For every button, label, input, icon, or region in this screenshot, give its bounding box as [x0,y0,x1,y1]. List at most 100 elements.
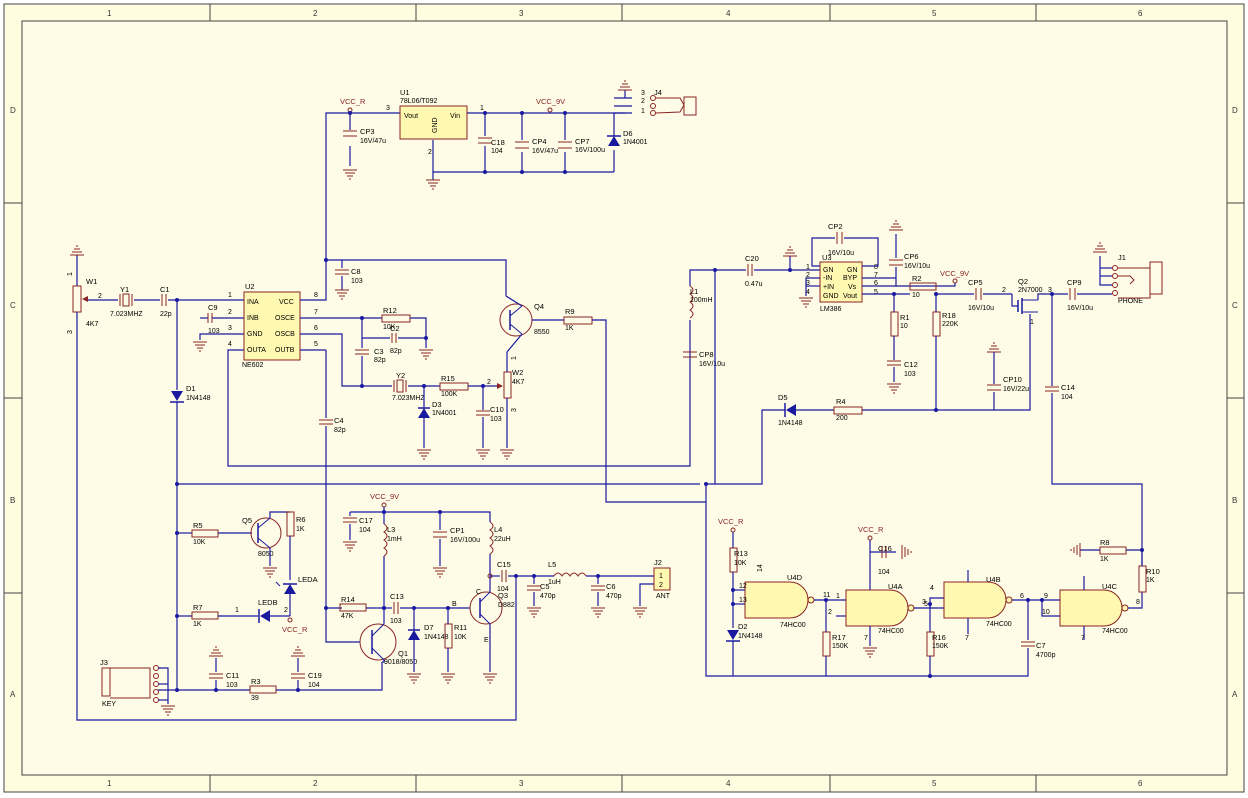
c16-capacitor: C16 104 [878,544,892,576]
border-column-labels: 1 2 3 4 5 6 1 2 3 4 5 6 D C B A D C B A [10,9,1238,788]
j2-ref: J2 [654,558,662,567]
u2-ne602-body [243,291,301,361]
r9-value: 1K [565,325,574,332]
r12-value: 10K [383,324,396,331]
u3-value: LM386 [820,306,842,313]
c12-capacitor: C12 103 [887,360,918,378]
ledb-pin1: 1 [235,607,239,614]
u1-pin2: 2 [428,149,432,156]
l3-ref: L3 [387,525,395,534]
c11-ref: C11 [226,671,239,680]
u4d-pin13: 13 [739,597,747,604]
c12-value: 103 [904,371,916,378]
w1-pin1: 1 [67,272,74,276]
u2-pin5: 5 [314,341,318,348]
w2-pin2: 2 [487,379,491,386]
cp4-capacitor: CP4 16V/47u [515,137,558,155]
d1-value: 1N4148 [186,395,211,402]
c18-value: 104 [491,148,503,155]
l3-inductor: L3 1mH [383,523,402,557]
c15-ref: C15 [497,560,511,569]
row-label-right-d: D [1232,106,1238,115]
r11-value: 10K [454,634,467,641]
q2-ref: Q2 [1018,277,1028,286]
r2-resistor: R2 10 [909,274,937,299]
cp2-ref: CP2 [828,222,843,231]
cp9-capacitor: CP9 16V/10u [1067,278,1093,312]
u3-pin: +IN [823,284,834,291]
j4-power-jack[interactable]: J4 3 2 1 [641,88,697,116]
j4-pin3: 3 [641,90,645,97]
u2-vcc: VCC [279,299,294,306]
c2-capacitor: C2 82p [390,324,402,355]
u4a-pin3: 3 [922,599,926,606]
cp2-value: 16V/10u [828,250,854,257]
c9-ref: C9 [208,303,218,312]
u2-pin2: 2 [228,309,232,316]
u3-ref: U3 [822,253,832,262]
u4d-pin11: 11 [823,592,830,599]
u3-pin1: 1 [806,264,810,271]
vcc-9v-label-u1: VCC_9V [536,97,565,106]
mixer-section: W1 4K7 1 2 3 Y1 7.023MHZ C1 22p D1 1N414… [67,245,706,721]
j1-phone-jack[interactable]: J1 PHONE [1112,253,1163,305]
col-label-bottom-4: 4 [726,779,731,788]
r17-value: 150K [832,643,849,650]
q3-pin-c: C [476,589,481,596]
q5-value: 8050 [258,551,274,558]
vcc-r-label-u1: VCC_R [340,97,366,106]
l4-value: 22uH [494,536,511,543]
c19-ref: C19 [308,671,322,680]
border-ticks [4,4,1244,792]
r8-ref: R8 [1100,538,1110,547]
r7-ref: R7 [193,603,203,612]
q2-pin3: 3 [1048,287,1052,294]
col-label-bottom-3: 3 [519,779,524,788]
cp1-value: 16V/100u [450,537,480,544]
u3-vs: Vs [848,284,857,291]
u1-pin1: 1 [480,105,484,112]
u2-outb: OUTB [275,347,295,354]
col-label-bottom-6: 6 [1138,779,1143,788]
col-label-bottom-1: 1 [107,779,112,788]
c15-capacitor: C15 104 [497,560,511,593]
u3-pin2: 2 [806,272,810,279]
u4c-ref: U4C [1102,582,1118,591]
leda-ref: LEDA [298,575,318,584]
row-label-right-a: A [1232,690,1238,699]
r3-ref: R3 [251,677,261,686]
u4a-gnd-pin: 7 [864,635,868,642]
r10-value: 1K [1146,577,1155,584]
col-label-top-6: 6 [1138,9,1143,18]
row-label-right-c: C [1232,301,1238,310]
u1-regulator-body [399,105,468,140]
vcc-r-label-led: VCC_R [282,625,308,634]
u1-vout-pin: Vout [404,113,418,120]
d7-value: 1N4148 [424,634,449,641]
q3-value: D882 [498,602,515,609]
c6-value: 470p [606,593,622,600]
r13-ref: R13 [734,549,748,558]
r5-ref: R5 [193,521,203,530]
l5-inductor: L5 1uH [548,560,587,586]
u4b-pin5: 5 [924,601,928,608]
c16-value: 104 [878,569,890,576]
logic-section: VCC_R R13 10K D2 1N4148 U4D 74HC00 12 13… [718,517,1160,678]
u2-oscb: OSCB [275,331,295,338]
r8-value: 1K [1100,556,1109,563]
r3-value: 39 [251,695,259,702]
j2-antenna-connector[interactable]: J2 1 2 ANT [653,558,671,600]
q5-transistor: Q5 8050 [242,516,282,558]
q2-mosfet: Q2 2N7000 2 3 1 [1002,277,1052,326]
u2-gnd: GND [247,331,263,338]
u3-pin7: 7 [874,272,878,279]
col-label-top-4: 4 [726,9,731,18]
cp7-ref: CP7 [575,137,590,146]
r2-ref: R2 [912,274,922,283]
c8-value: 103 [351,278,363,285]
u4c-nand-gate: U4C 74HC00 9 10 8 [1042,582,1140,635]
u4a-value: 74HC00 [878,628,904,635]
r4-resistor: R4 200 [833,397,863,422]
u2-pin4: 4 [228,341,232,348]
d3-ref: D3 [432,400,442,409]
